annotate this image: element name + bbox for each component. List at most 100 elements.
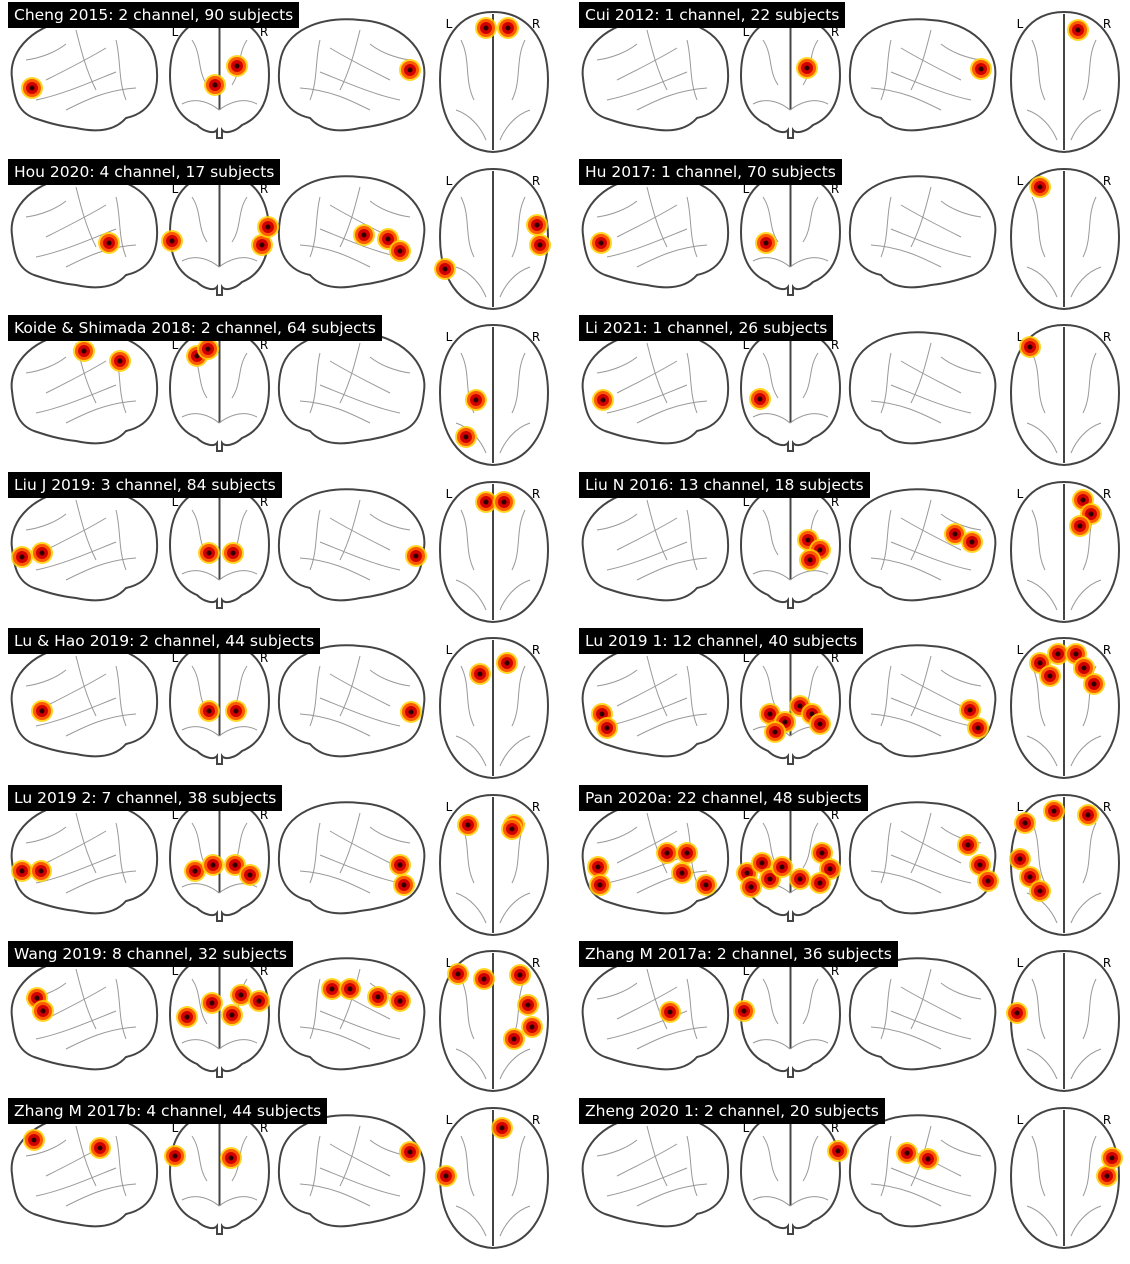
activation-blob (30, 859, 52, 882)
activation-blob (399, 59, 421, 81)
axial-right-label: R (1103, 643, 1111, 657)
panel-title: Cheng 2015: 2 channel, 90 subjects (8, 2, 300, 28)
activation-blob (222, 541, 244, 564)
panel-title: Cui 2012: 1 channel, 22 subjects (579, 2, 846, 28)
sagittal-left-view (581, 331, 730, 445)
axial-right-label: R (532, 956, 540, 970)
activation-blob (109, 350, 131, 372)
activation-blob (399, 1140, 421, 1163)
activation-blob (220, 1146, 242, 1169)
activation-blob (202, 853, 224, 876)
activation-blob (1009, 847, 1031, 870)
activation-blob (221, 1004, 243, 1026)
coronal-view (739, 486, 842, 609)
axial-left-label: L (446, 487, 453, 501)
axial-view (1009, 793, 1121, 936)
panel-title: Li 2021: 1 channel, 26 subjects (579, 315, 834, 341)
activation-blob (592, 389, 614, 411)
activation-blob (198, 700, 220, 722)
activation-blob (590, 231, 612, 254)
activation-blob (496, 652, 518, 674)
sagittal-left-view (10, 18, 159, 132)
activation-blob (198, 541, 220, 564)
axial-left-label: L (446, 330, 453, 344)
sagittal-right-view (277, 18, 426, 132)
sagittal-right-view (848, 957, 997, 1071)
activation-blob (226, 55, 248, 77)
axial-view (1009, 480, 1121, 623)
panel-title: Hou 2020: 4 channel, 17 subjects (8, 158, 281, 185)
activation-blob (521, 1016, 543, 1038)
panel-title: Zhang M 2017a: 2 channel, 36 subjects (579, 941, 898, 967)
coronal-right-label: R (260, 964, 268, 978)
activation-blob (248, 990, 270, 1012)
activation-blob (367, 986, 389, 1008)
sagittal-left-view (10, 644, 159, 758)
coronal-right-label: R (831, 651, 839, 665)
sagittal-right-view (848, 174, 997, 288)
panel-title: Liu N 2016: 13 channel, 18 subjects (579, 471, 870, 498)
activation-blob (755, 231, 777, 254)
coronal-view (739, 17, 842, 139)
coronal-left-label: L (743, 808, 750, 822)
activation-blob (473, 968, 495, 990)
activation-blob (435, 1164, 457, 1187)
sagittal-right-view (277, 800, 426, 914)
activation-blob (447, 963, 469, 985)
axial-left-label: L (446, 643, 453, 657)
axial-left-label: L (1017, 174, 1024, 188)
activation-blob (749, 388, 771, 410)
activation-blob (475, 490, 497, 513)
axial-view (438, 793, 550, 936)
coronal-left-label: L (743, 651, 750, 665)
sagittal-right-view (277, 957, 426, 1071)
activation-blob (659, 1001, 681, 1023)
activation-blob (1096, 1164, 1118, 1187)
coronal-view (168, 1112, 271, 1235)
activation-blob (73, 340, 95, 362)
activation-blob (1014, 811, 1036, 834)
activation-blob (161, 229, 183, 252)
activation-blob (400, 701, 422, 723)
activation-blob (257, 215, 279, 238)
sagittal-left-view (581, 1113, 730, 1227)
activation-blob (961, 530, 983, 553)
activation-blob (455, 426, 477, 448)
activation-blob (321, 978, 343, 1000)
axial-right-label: R (532, 800, 540, 814)
activation-blob (1073, 657, 1095, 679)
coronal-right-label: R (831, 495, 839, 509)
axial-left-label: L (446, 174, 453, 188)
coronal-view (739, 956, 842, 1078)
panel-title: Wang 2019: 8 channel, 32 subjects (8, 941, 293, 967)
activation-blob (977, 869, 999, 892)
activation-blob (469, 663, 491, 685)
activation-blob (789, 867, 811, 890)
activation-blob (225, 700, 247, 722)
activation-blob (671, 861, 693, 884)
coronal-left-label: L (172, 808, 179, 822)
coronal-left-label: L (743, 182, 750, 196)
axial-view (1009, 167, 1121, 310)
activation-blob (526, 213, 548, 236)
activation-blob (501, 817, 523, 840)
axial-left-label: L (446, 1113, 453, 1127)
coronal-view (168, 173, 271, 296)
activation-blob (917, 1147, 939, 1170)
sagittal-left-view (10, 487, 159, 601)
activation-blob (1019, 336, 1041, 358)
activation-blob (1006, 1002, 1028, 1024)
coronal-left-label: L (172, 651, 179, 665)
